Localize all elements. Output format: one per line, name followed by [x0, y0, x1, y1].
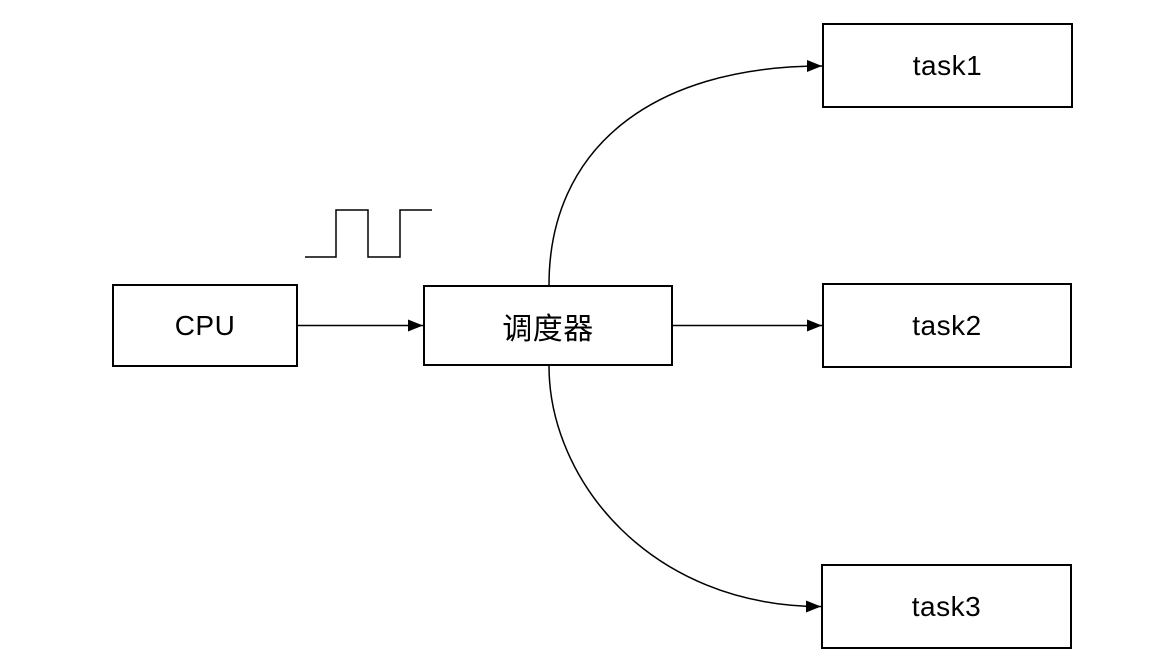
node-scheduler: 调度器 [423, 285, 673, 366]
node-task2-label: task2 [912, 309, 982, 341]
node-task1: task1 [822, 23, 1073, 108]
node-task3: task3 [821, 564, 1072, 649]
node-task1-label: task1 [912, 49, 983, 81]
node-cpu: CPU [112, 284, 298, 367]
node-scheduler-label: 调度器 [502, 312, 594, 346]
arrow-scheduler-to-task1 [548, 60, 823, 286]
arrow-scheduler-to-task3 [548, 365, 822, 613]
clock-signal-waveform-icon [305, 209, 432, 258]
node-task2: task2 [822, 283, 1072, 368]
node-cpu-label: CPU [174, 309, 236, 341]
node-task3-label: task3 [911, 590, 982, 622]
